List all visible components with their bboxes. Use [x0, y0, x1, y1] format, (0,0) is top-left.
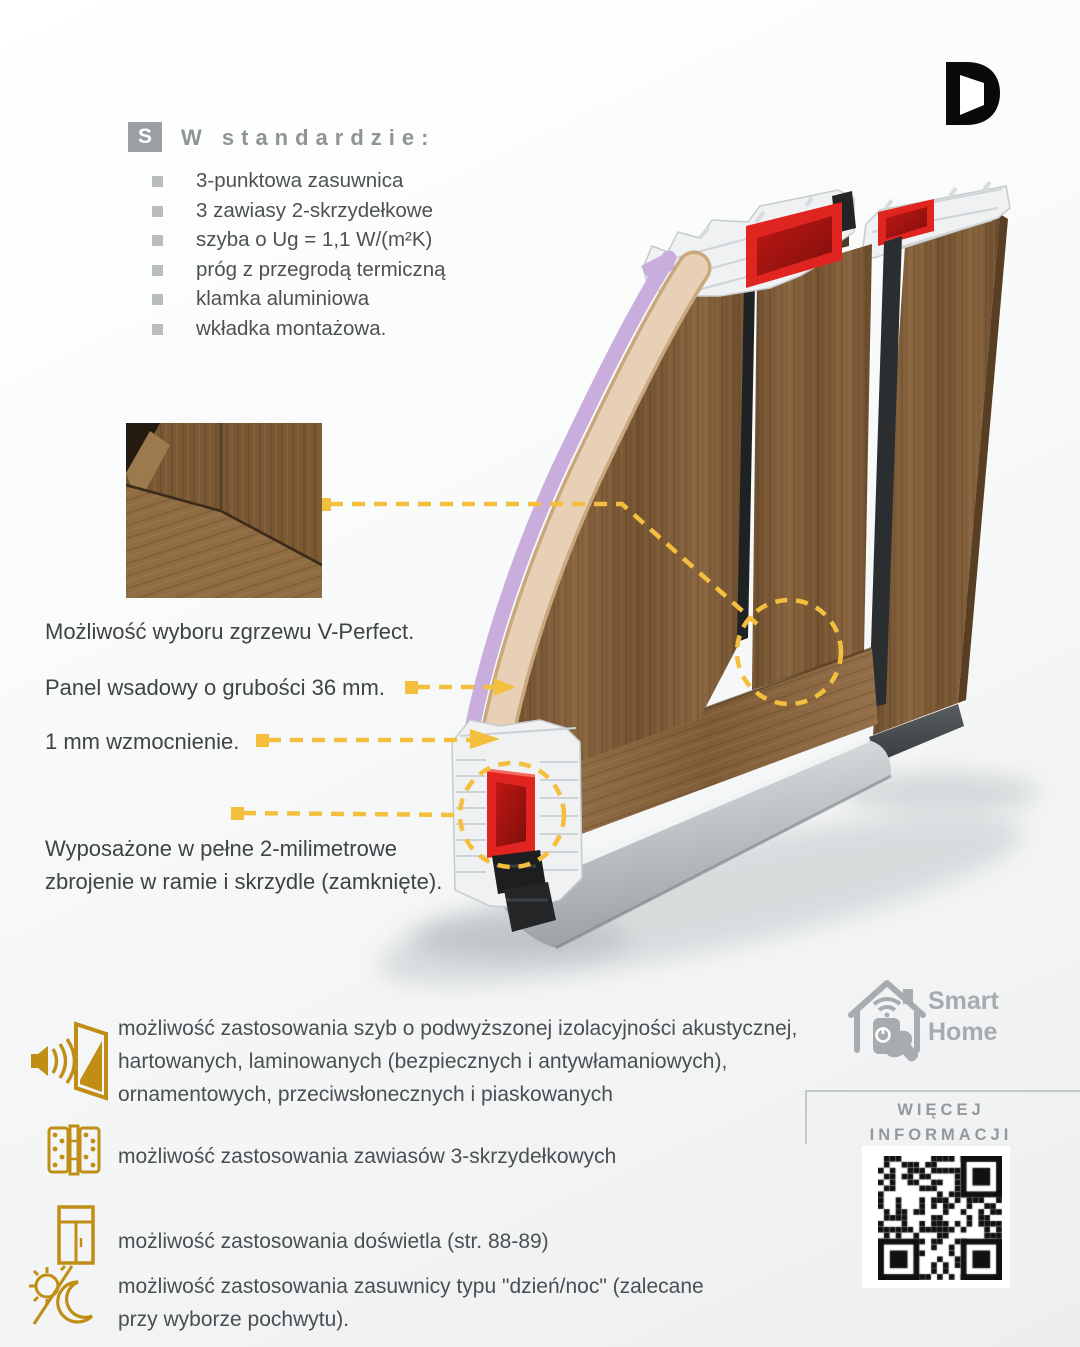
- brand-logo-d: [944, 62, 1002, 125]
- more-info-line2: INFORMACJI: [869, 1126, 1013, 1144]
- callout-weld: Możliwość wyboru zgrzewu V-Perfect.: [45, 619, 415, 644]
- feature-daynight-text: możliwość zastosowania zasuwnicy typu "d…: [118, 1275, 704, 1331]
- frame-base-cap: [869, 704, 964, 762]
- feature-hinges-text: możliwość zastosowania zawiasów 3-skrzyd…: [118, 1145, 617, 1168]
- reinforcement-arrowhead: [470, 729, 500, 749]
- bullet-square-icon: [152, 294, 163, 306]
- list-item-label: próg z przegrodą termiczną: [196, 257, 446, 281]
- callout-armoring: Wyposażone w pełne 2-milimetrowe zbrojen…: [45, 836, 443, 894]
- standard-title: W standardzie:: [181, 125, 436, 150]
- smart-home-icon: [845, 974, 929, 1071]
- callout-annotations: [242, 501, 844, 870]
- list-item-label: wkładka montażowa.: [196, 316, 387, 340]
- smart-home-label: Smart Home: [928, 986, 999, 1048]
- smart-home-line2: Home: [928, 1018, 998, 1046]
- weld-joint-circle: [734, 597, 844, 707]
- more-info-line1: WIĘCEJ: [897, 1101, 985, 1119]
- list-item-label: 3 zawiasy 2-skrzydełkowe: [196, 198, 433, 222]
- day-night-icon: [24, 1258, 102, 1337]
- bullet-square-icon: [152, 205, 163, 217]
- hinge-icon: [46, 1124, 102, 1181]
- leaf-panel-wood-face: [500, 262, 752, 790]
- bullet-square-icon: [152, 264, 163, 276]
- more-info-card-border: [805, 1090, 1080, 1144]
- threshold-hardware: [492, 850, 546, 894]
- panel-groove: [737, 285, 755, 642]
- lilac-skin-layer: [459, 250, 677, 783]
- remote-control: [873, 1018, 900, 1054]
- cream-foam-layer: [478, 254, 708, 794]
- list-item: wkładka montażowa.: [150, 317, 446, 347]
- bullet-square-icon: [152, 323, 163, 335]
- feature-acoustic-text: możliwość zastosowania szyb o podwyższon…: [118, 1017, 798, 1106]
- list-item-label: szyba o Ug = 1,1 W/(m²K): [196, 228, 433, 252]
- laminate-layers: [459, 250, 712, 798]
- acoustic-glass-icon: [28, 1016, 110, 1111]
- list-item: 3-punktowa zasuwnica: [150, 169, 446, 199]
- list-item-label: klamka aluminiowa: [196, 287, 370, 311]
- more-info-label: WIĘCEJ INFORMACJI: [805, 1098, 1077, 1148]
- bullet-square-icon: [152, 176, 163, 187]
- bullet-square-icon: [152, 235, 163, 247]
- frame-wood-pillar: [869, 214, 1008, 762]
- reinforcement-circle: [457, 760, 567, 870]
- standard-list: 3-punktowa zasuwnica 3 zawiasy 2-skrzyde…: [150, 169, 446, 347]
- corner-joint-inset-photo: [126, 423, 322, 598]
- qr-code: [878, 1156, 1002, 1280]
- callout-reinforcement: 1 mm wzmocnienie.: [45, 729, 240, 754]
- list-item: klamka aluminiowa: [150, 287, 446, 317]
- leaf-stile-wood: [752, 244, 872, 690]
- callout-panel: Panel wsadowy o grubości 36 mm.: [45, 675, 385, 700]
- list-item: próg z przegrodą termiczną: [150, 258, 446, 288]
- standard-badge: S: [128, 122, 162, 152]
- list-item: szyba o Ug = 1,1 W/(m²K): [150, 228, 446, 258]
- list-item-label: 3-punktowa zasuwnica: [196, 169, 404, 192]
- smart-home-line1: Smart: [928, 987, 999, 1015]
- door-opening-cutout: [960, 75, 984, 115]
- gasket-strip: [869, 236, 902, 708]
- panel-arrowhead: [494, 678, 516, 696]
- list-item: 3 zawiasy 2-skrzydełkowe: [150, 199, 446, 229]
- sidelight-door-icon: [56, 1204, 96, 1271]
- feature-sidelight-text: możliwość zastosowania doświetla (str. 8…: [118, 1230, 549, 1253]
